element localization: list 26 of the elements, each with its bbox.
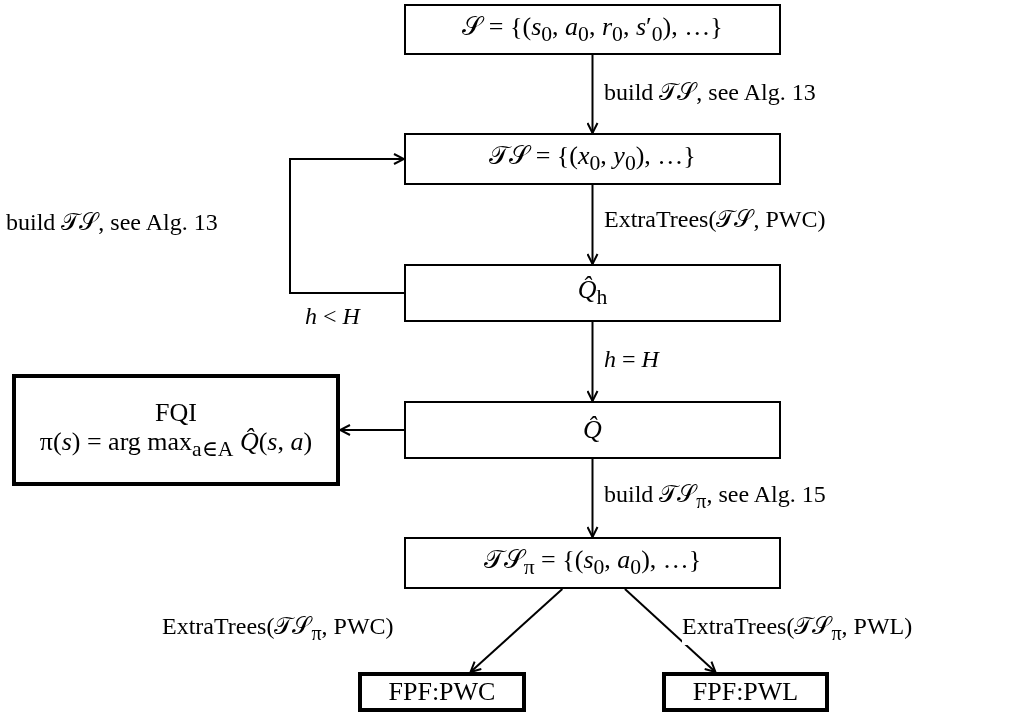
process-box bbox=[404, 4, 781, 55]
box-label: π(s) = arg max$_{a∈A}$ Q̂(s, a) bbox=[39, 427, 313, 463]
process-box bbox=[404, 401, 781, 459]
box-label: Q̂$_{h}$ bbox=[577, 275, 608, 311]
arrow bbox=[586, 54, 599, 134]
box-label: 𝒯𝒮 = {(x$_{0}$, y$_{0}$), …} bbox=[489, 141, 696, 177]
process-box bbox=[358, 672, 526, 712]
box-label: Q̂ bbox=[583, 415, 602, 445]
arrow bbox=[623, 588, 717, 673]
condition-label: h < H bbox=[305, 302, 360, 331]
box-label: FPF:PWC bbox=[388, 677, 496, 707]
arrow bbox=[586, 184, 599, 265]
process-box bbox=[404, 537, 781, 589]
process-box bbox=[404, 133, 781, 185]
box-label: 𝒮 = {(s$_{0}$, a$_{0}$, r$_{0}$, s′$_{0}$), …} bbox=[462, 11, 723, 48]
arrow bbox=[586, 321, 599, 402]
arrow bbox=[469, 588, 564, 673]
box-label: FPF:PWL bbox=[692, 677, 799, 707]
arrow bbox=[289, 153, 405, 294]
arrow bbox=[586, 458, 599, 538]
box-label: FQI bbox=[155, 397, 197, 428]
process-box bbox=[662, 672, 829, 712]
process-box bbox=[12, 374, 340, 486]
process-box bbox=[404, 264, 781, 322]
arrow bbox=[339, 424, 405, 436]
box-label: 𝒯𝒮$_{π}$ = {(s$_{0}$, a$_{0}$), …} bbox=[483, 545, 702, 581]
